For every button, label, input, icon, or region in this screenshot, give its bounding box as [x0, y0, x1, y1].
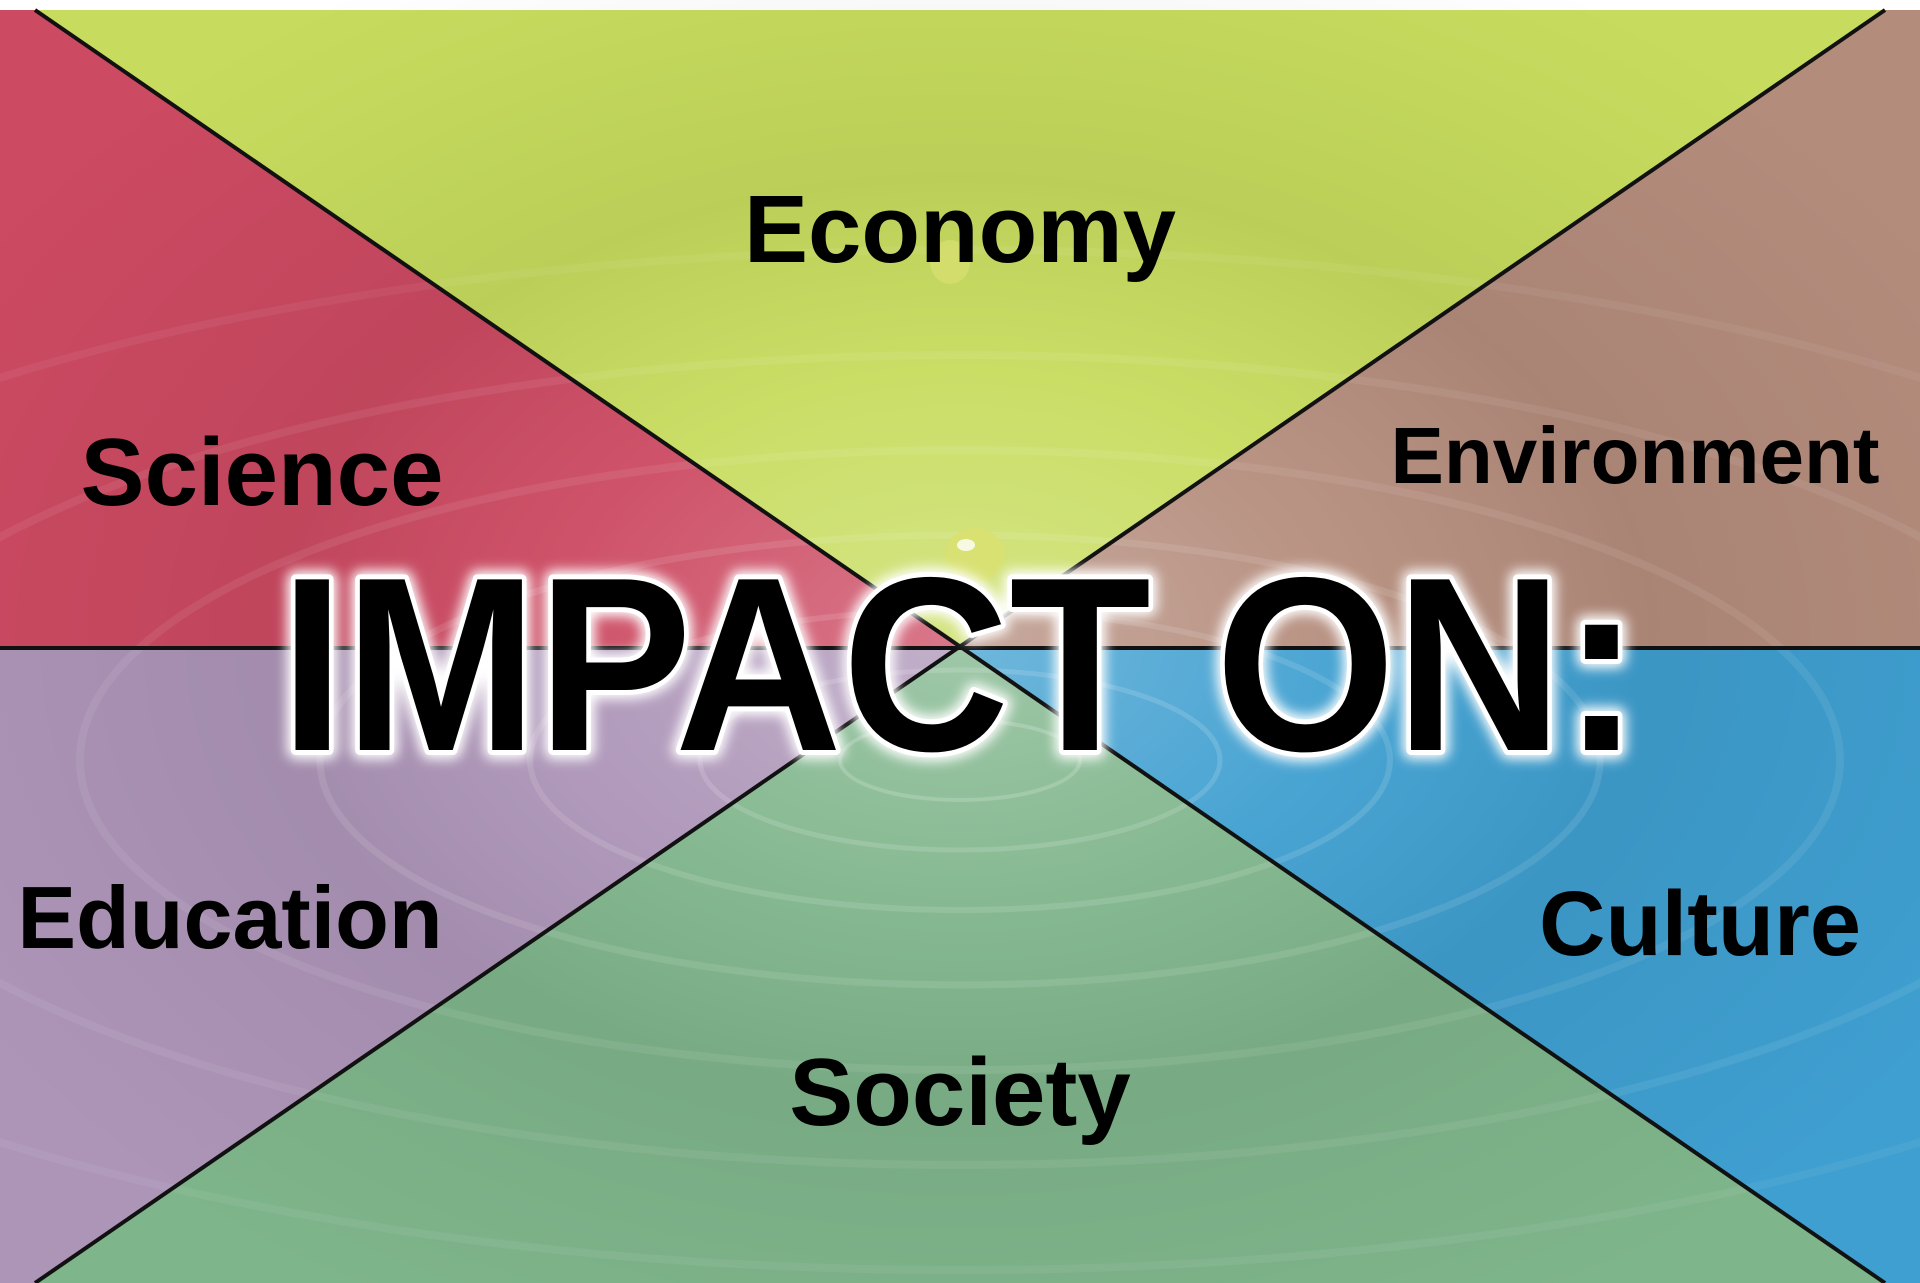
- label-culture: Culture: [1539, 873, 1861, 975]
- headline-glow: IMPACT ON:: [280, 525, 1640, 803]
- label-society: Society: [789, 1039, 1130, 1146]
- label-environment: Environment: [1391, 411, 1880, 500]
- headline-impact-on: IMPACT ON:: [280, 525, 1640, 803]
- label-education: Education: [17, 868, 442, 967]
- water-droplet-icon: [930, 240, 1005, 582]
- divider-lines: [0, 8, 1920, 1283]
- label-economy: Economy: [744, 176, 1176, 283]
- label-science: Science: [81, 419, 444, 526]
